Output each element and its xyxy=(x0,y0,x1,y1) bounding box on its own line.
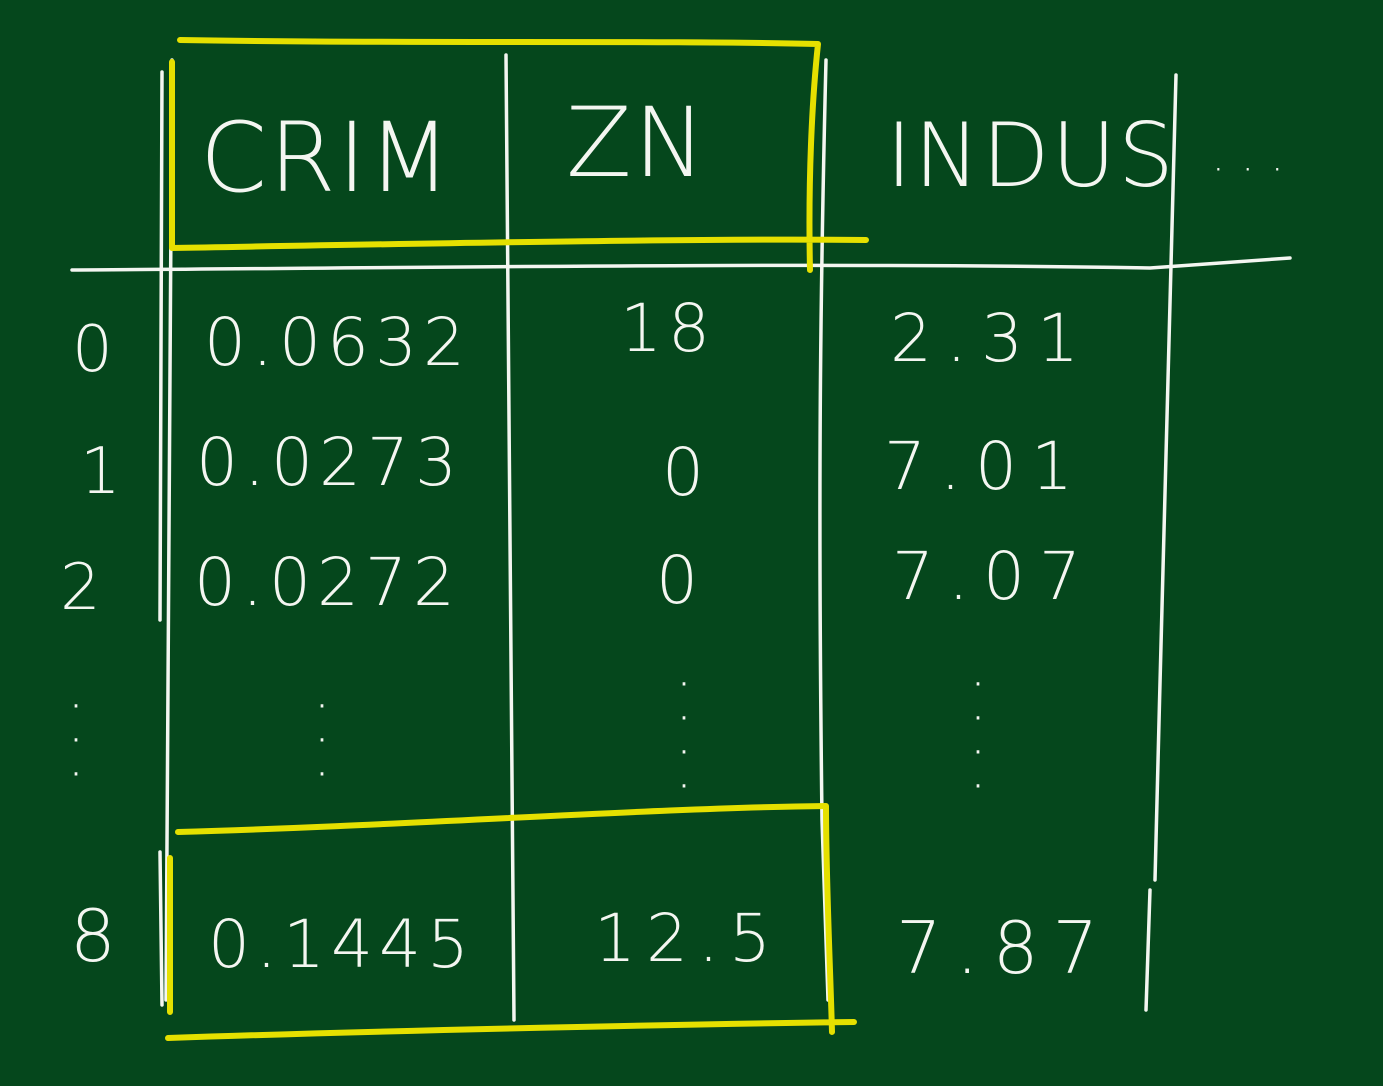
row-index: 8 xyxy=(70,894,116,978)
cell-indus: 7.87 xyxy=(896,906,1113,990)
index-column-border xyxy=(158,70,164,1007)
cell-crim: 0.0632 xyxy=(204,304,471,381)
row-index: 0 xyxy=(72,313,113,387)
ellipsis-indus: ···· xyxy=(973,670,983,802)
cell-indus: 7.07 xyxy=(892,538,1095,615)
cell-zn: 12.5 xyxy=(594,900,781,977)
ellipsis-crim: ··· xyxy=(317,692,327,790)
cell-zn: 0 xyxy=(662,434,710,511)
cell-zn: 0 xyxy=(656,542,704,619)
row-8-highlight-box xyxy=(165,803,857,1041)
crim-zn-border xyxy=(504,53,516,1022)
row-index: 1 xyxy=(80,435,121,509)
cell-indus: 2.31 xyxy=(890,300,1093,377)
ellipsis-index: ··· xyxy=(71,692,81,790)
cell-crim: 0.0273 xyxy=(196,424,463,501)
column-header-indus: INDUS xyxy=(886,104,1176,207)
column-header-crim: CRIM xyxy=(200,102,453,214)
header-highlight-box xyxy=(169,37,869,273)
more-columns-ellipsis: · · · xyxy=(1212,147,1286,193)
row-index: 2 xyxy=(60,551,101,625)
cell-indus: 7.01 xyxy=(884,428,1087,505)
cell-crim: 0.0272 xyxy=(194,544,461,621)
ellipsis-zn: ···· xyxy=(679,670,689,802)
indus-column-border xyxy=(1144,73,1178,1012)
zn-indus-border xyxy=(818,58,830,1002)
column-header-zn: ZN xyxy=(566,87,708,199)
cell-crim: 0.1445 xyxy=(208,906,475,983)
header-underline xyxy=(70,256,1292,272)
cell-zn: 18 xyxy=(620,290,716,367)
